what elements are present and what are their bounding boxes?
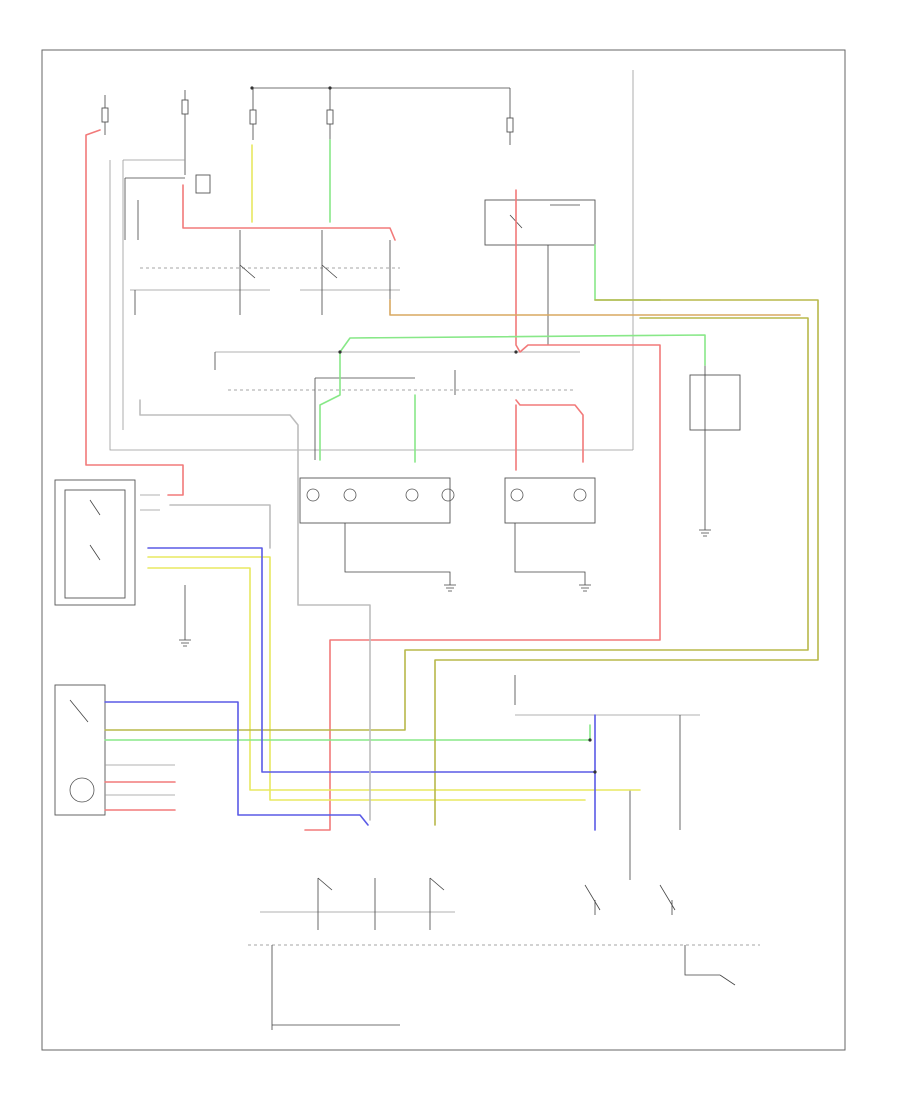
lower-switch-contact-1	[317, 877, 333, 891]
wire-green-right	[339, 334, 706, 366]
junction-3	[338, 350, 342, 354]
wire-olive-2	[104, 317, 809, 731]
wire-red-left-loop	[85, 129, 184, 496]
wire-red-relay-feed	[182, 184, 396, 241]
left-sensor-inner	[64, 489, 126, 599]
lower-switch-contact-2	[429, 877, 445, 891]
relay-1-contact	[239, 264, 256, 279]
fuse-4	[181, 99, 189, 115]
ground-icon-4	[179, 639, 191, 647]
relay-block-outline	[109, 160, 633, 451]
lamp-2-icon	[343, 488, 357, 502]
fuse-5	[101, 107, 109, 123]
right-switch-contact-2	[659, 884, 676, 911]
lamp-ground-right	[514, 523, 586, 585]
wire-yellow-sensor	[147, 556, 586, 801]
sensor-contact-2	[89, 544, 101, 561]
wire-red-lamp	[515, 399, 584, 463]
sensor-contact-1	[89, 499, 101, 516]
junction-4	[514, 350, 518, 354]
wire-gray-long	[139, 399, 371, 821]
wire-olive-long	[434, 299, 819, 826]
junction-2	[328, 86, 332, 90]
lamp-3-icon	[405, 488, 419, 502]
ground-icon-1	[444, 584, 456, 592]
wire-green-relay	[594, 244, 661, 301]
wire-gray-sensor	[169, 504, 271, 549]
ground-icon-2	[579, 584, 591, 592]
door-lamp-icon	[69, 777, 95, 803]
lamp-1-icon	[306, 488, 320, 502]
door-switch-module	[54, 684, 106, 816]
wire-red-main	[304, 189, 661, 831]
ground-icon-3	[699, 529, 711, 537]
relay-2-contact	[321, 264, 338, 279]
lamp-5-icon	[510, 488, 524, 502]
lamp-block-left	[299, 477, 451, 524]
junction-5	[593, 770, 597, 774]
wire-green-door	[104, 724, 591, 741]
right-switch-module	[689, 374, 741, 431]
bottom-arrow	[719, 974, 736, 986]
junction-6	[588, 738, 592, 742]
junction-1	[250, 86, 254, 90]
fuse-3	[506, 117, 514, 133]
diagram-border	[41, 49, 846, 1051]
door-switch-contact	[69, 699, 89, 723]
wire-blue-sensor	[147, 547, 596, 773]
wire-orange-relay	[389, 299, 801, 316]
lamp-6-icon	[573, 488, 587, 502]
lamp-ground-left	[344, 523, 451, 585]
fuse-2	[326, 109, 334, 125]
wire-yellow-2	[147, 567, 641, 791]
fuse-1	[249, 109, 257, 125]
wire-blue-door	[104, 701, 369, 826]
wire-green-lamp	[319, 351, 341, 461]
lamp-4-icon	[441, 488, 455, 502]
right-switch-contact-1	[584, 884, 601, 911]
top-right-relay	[484, 199, 596, 246]
left-fuse-block	[195, 174, 211, 194]
bottom-ground-right	[684, 945, 720, 976]
